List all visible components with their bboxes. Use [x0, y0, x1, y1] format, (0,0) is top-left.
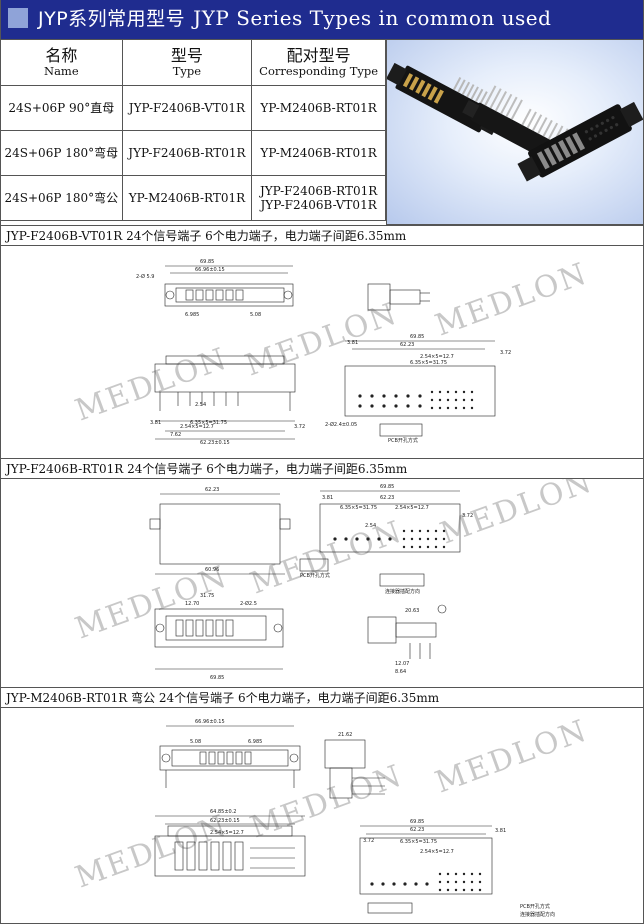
- dim-label: 20.63: [405, 608, 419, 614]
- page-title: JYP系列常用型号 JYP Series Types in common used: [38, 4, 551, 31]
- dim-label: 2.54: [365, 523, 376, 529]
- product-photo: [386, 39, 644, 225]
- cell-name: 24S+06P 180°弯母: [0, 130, 123, 176]
- page-title-en: JYP Series Types in common used: [193, 6, 552, 30]
- drawing-m2406b-svg: MEDLON MEDLON MEDLON: [71, 713, 593, 918]
- dim-label: 3.72: [294, 424, 305, 430]
- watermark: MEDLON: [71, 341, 233, 428]
- dim-label: 69.85: [380, 484, 394, 490]
- section-label-vt01r: JYP-F2406B-VT01R 24个信号端子 6个电力端子，电力端子间距6.…: [0, 225, 644, 246]
- drawing-rt01r-svg: MEDLON MEDLON MEDLON: [71, 479, 598, 681]
- table-row: 24S+06P 90°直母 JYP-F2406B-VT01R YP-M2406B…: [0, 85, 386, 131]
- section-label-rt01r: JYP-F2406B-RT01R 24个信号端子 6个电力端子，电力端子间距6.…: [0, 458, 644, 479]
- dim-label: PCB开孔方式: [388, 437, 418, 444]
- page-title-zh: JYP系列常用型号: [38, 8, 186, 30]
- dim-label: 12.70: [185, 601, 199, 607]
- dim-label: 31.75: [200, 593, 214, 599]
- dim-label: 2.54×5=12.7: [180, 424, 214, 430]
- dim-label: 62.23: [400, 342, 414, 348]
- cell-type: YP-M2406B-RT01R: [121, 175, 253, 221]
- cell-type: JYP-F2406B-VT01R: [121, 85, 253, 131]
- dim-label: 69.85: [210, 675, 224, 681]
- dim-label: 2-Ø2.4±0.05: [325, 421, 357, 428]
- dim-label: 7.62: [170, 432, 181, 438]
- dim-label: PCB开孔方式: [300, 572, 330, 579]
- dim-label: 3.81: [322, 495, 333, 501]
- dim-label: 64.85±0.2: [210, 809, 236, 815]
- dim-label: 60.96: [205, 567, 219, 573]
- dim-label: 62.23: [410, 827, 424, 833]
- table-row: 24S+06P 180°弯母 JYP-F2406B-RT01R YP-M2406…: [0, 130, 386, 176]
- banner-rule: [0, 36, 644, 39]
- dim-label: 3.81: [347, 340, 358, 346]
- dim-label: 3.81: [495, 828, 506, 834]
- dim-label: 66.96±0.15: [195, 267, 225, 273]
- dim-label: 8.64: [395, 669, 406, 675]
- connector-illustration: [387, 62, 643, 182]
- cell-name: 24S+06P 90°直母: [0, 85, 123, 131]
- cell-pair: YP-M2406B-RT01R: [251, 85, 386, 131]
- dim-label: PCB开孔方式: [520, 903, 550, 910]
- dim-label: 12.07: [395, 661, 409, 667]
- dim-label: 2.54×5=12.7: [395, 505, 429, 511]
- cell-name: 24S+06P 180°弯公: [0, 175, 123, 221]
- table-row: 24S+06P 180°弯公 YP-M2406B-RT01R JYP-F2406…: [0, 175, 386, 221]
- watermark: MEDLON: [71, 808, 233, 895]
- dim-label: 5.08: [190, 739, 201, 745]
- dim-label: 3.81: [150, 420, 161, 426]
- dim-label: 2.54×5=12.7: [210, 830, 244, 836]
- dim-label: 62.23±0.15: [200, 440, 230, 446]
- dim-label: 6.985: [185, 312, 199, 318]
- drawing-vt01r: MEDLON MEDLON MEDLON: [0, 246, 644, 458]
- dim-label: 69.85: [410, 334, 424, 340]
- dim-label: 连接器插配方向: [520, 911, 555, 918]
- dim-label: 6.35×5=31.75: [190, 420, 227, 426]
- dim-label: 5.08: [250, 312, 261, 318]
- dim-label: 6.985: [248, 739, 262, 745]
- cell-pair: YP-M2406B-RT01R: [251, 130, 386, 176]
- dim-label: 69.85: [410, 819, 424, 825]
- dim-label: 2.54: [195, 402, 206, 408]
- dim-label: 62.23: [380, 495, 394, 501]
- watermark: MEDLON: [246, 758, 408, 845]
- dim-label: 2.54×5=12.7: [420, 354, 454, 360]
- dim-label: 3.72: [363, 838, 374, 844]
- dim-label: 6.35×5=31.75: [340, 505, 377, 511]
- dim-label: 21.62: [338, 732, 352, 738]
- dim-label: 2.54×5=12.7: [420, 849, 454, 855]
- drawing-m2406b: MEDLON MEDLON MEDLON: [0, 708, 644, 924]
- dim-label: 2-Ø 5.9: [136, 273, 154, 280]
- watermark: MEDLON: [431, 713, 593, 800]
- dim-label: 6.35×5=31.75: [410, 360, 447, 366]
- dim-label: 62.23±0.15: [210, 818, 240, 824]
- watermark: MEDLON: [246, 514, 408, 601]
- banner-square-icon: [8, 8, 28, 28]
- header-banner: JYP系列常用型号 JYP Series Types in common used: [0, 0, 644, 36]
- dim-label: 66.96±0.15: [195, 719, 225, 725]
- section-label-m2406b: JYP-M2406B-RT01R 弯公 24个信号端子 6个电力端子，电力端子间…: [0, 687, 644, 708]
- cell-type: JYP-F2406B-RT01R: [121, 130, 253, 176]
- dim-label: 3.72: [462, 513, 473, 519]
- dim-label: 3.72: [500, 350, 511, 356]
- watermark: MEDLON: [241, 296, 403, 383]
- watermark: MEDLON: [431, 256, 593, 343]
- dim-label: 6.35×5=31.75: [400, 839, 437, 845]
- drawing-vt01r-svg: MEDLON MEDLON MEDLON: [71, 256, 593, 446]
- dim-label: 连接器插配方向: [385, 588, 420, 595]
- dim-label: 69.85: [200, 259, 214, 265]
- dim-label: 2-Ø2.5: [240, 600, 257, 607]
- dim-label: 62.23: [205, 487, 219, 493]
- drawing-rt01r: MEDLON MEDLON MEDLON: [0, 479, 644, 687]
